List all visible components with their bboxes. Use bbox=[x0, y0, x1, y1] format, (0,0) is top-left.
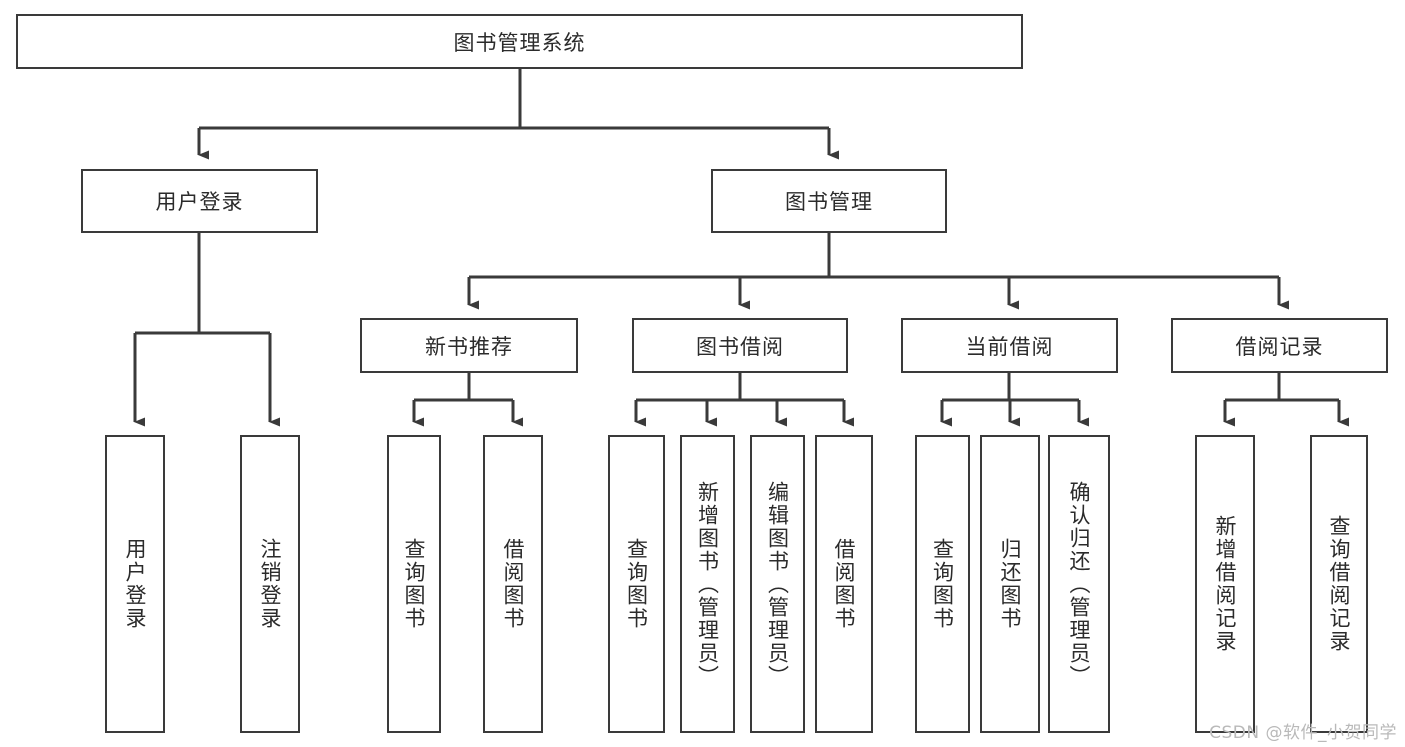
node-leaf-query-book-borrow[interactable]: 查询图书 bbox=[608, 435, 665, 733]
node-root[interactable]: 图书管理系统 bbox=[16, 14, 1023, 69]
node-current-borrow[interactable]: 当前借阅 bbox=[901, 318, 1118, 373]
node-leaf-query-book-borrow-label: 查询图书 bbox=[624, 538, 649, 630]
node-leaf-borrow-book-label: 借阅图书 bbox=[832, 538, 857, 630]
node-leaf-borrow-book[interactable]: 借阅图书 bbox=[815, 435, 873, 733]
node-leaf-return-book[interactable]: 归还图书 bbox=[980, 435, 1040, 733]
node-book-borrow-label: 图书借阅 bbox=[696, 334, 784, 359]
node-leaf-query-record[interactable]: 查询借阅记录 bbox=[1310, 435, 1368, 733]
node-user-login[interactable]: 用户登录 bbox=[81, 169, 318, 233]
node-book-manage[interactable]: 图书管理 bbox=[711, 169, 947, 233]
node-leaf-query-book-cur-label: 查询图书 bbox=[930, 538, 955, 630]
node-leaf-query-book-rec-label: 查询图书 bbox=[402, 538, 427, 630]
node-leaf-query-book-cur[interactable]: 查询图书 bbox=[915, 435, 970, 733]
node-borrow-record-label: 借阅记录 bbox=[1235, 334, 1324, 359]
node-current-borrow-label: 当前借阅 bbox=[965, 334, 1054, 359]
node-leaf-user-login-label: 用户登录 bbox=[123, 538, 148, 630]
node-leaf-return-book-label: 归还图书 bbox=[998, 538, 1023, 630]
node-root-label: 图书管理系统 bbox=[453, 30, 586, 55]
node-leaf-logout-label: 注销登录 bbox=[258, 538, 283, 630]
node-leaf-query-book-rec[interactable]: 查询图书 bbox=[387, 435, 441, 733]
node-new-book-rec[interactable]: 新书推荐 bbox=[360, 318, 578, 373]
node-user-login-label: 用户登录 bbox=[155, 190, 244, 214]
node-book-manage-label: 图书管理 bbox=[785, 190, 873, 214]
node-leaf-borrow-book-rec[interactable]: 借阅图书 bbox=[483, 435, 543, 733]
node-leaf-borrow-book-rec-label: 借阅图书 bbox=[501, 538, 526, 630]
node-leaf-query-record-label: 查询借阅记录 bbox=[1327, 515, 1352, 653]
node-leaf-add-book-label: 新增图书（管理员） bbox=[695, 480, 720, 688]
node-borrow-record[interactable]: 借阅记录 bbox=[1171, 318, 1388, 373]
node-new-book-rec-label: 新书推荐 bbox=[425, 334, 513, 359]
node-leaf-user-login[interactable]: 用户登录 bbox=[105, 435, 165, 733]
node-leaf-add-record-label: 新增借阅记录 bbox=[1213, 515, 1238, 653]
node-leaf-confirm-return-label: 确认归还（管理员） bbox=[1067, 480, 1092, 688]
node-book-borrow[interactable]: 图书借阅 bbox=[632, 318, 848, 373]
node-leaf-edit-book[interactable]: 编辑图书（管理员） bbox=[750, 435, 805, 733]
node-leaf-confirm-return[interactable]: 确认归还（管理员） bbox=[1048, 435, 1110, 733]
node-leaf-add-record[interactable]: 新增借阅记录 bbox=[1195, 435, 1255, 733]
node-leaf-add-book[interactable]: 新增图书（管理员） bbox=[680, 435, 735, 733]
node-leaf-logout[interactable]: 注销登录 bbox=[240, 435, 300, 733]
node-leaf-edit-book-label: 编辑图书（管理员） bbox=[765, 480, 790, 688]
